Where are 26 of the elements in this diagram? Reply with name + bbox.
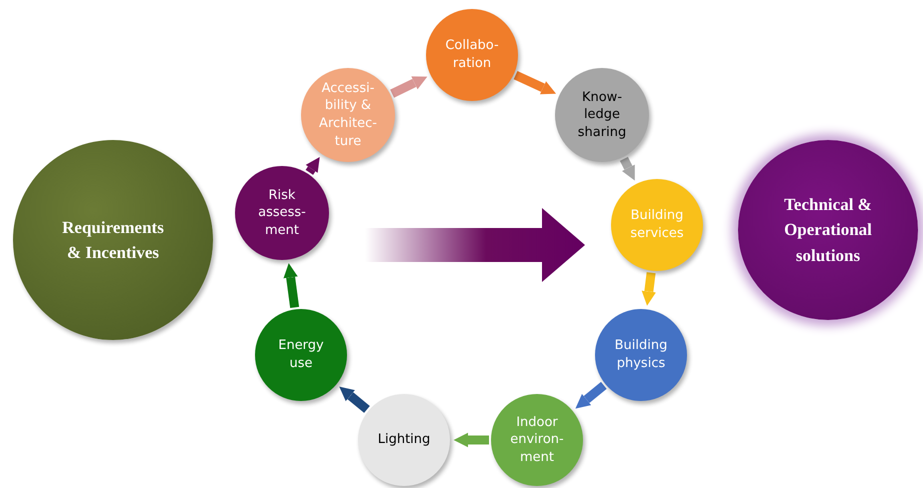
block-arrow: [514, 71, 556, 94]
block-arrow: [390, 76, 428, 98]
block-arrow: [339, 386, 370, 413]
node-label: Building services: [629, 207, 685, 243]
topic-circle: [595, 309, 687, 401]
node-label: Requirements & Incentives: [61, 216, 165, 264]
node-label: Building physics: [614, 337, 668, 373]
node-label: Energy use: [277, 337, 325, 373]
node-label: Indoor environ- ment: [509, 414, 565, 466]
node-label: Lighting: [376, 431, 432, 449]
topic-circle: [426, 9, 518, 101]
topic-circle: [235, 166, 329, 260]
block-arrow: [454, 432, 489, 448]
block-arrow: [642, 272, 656, 306]
concept-circle: [738, 140, 918, 320]
block-arrow: [575, 382, 607, 409]
block-arrow: [283, 263, 300, 308]
node-label: Collabo- ration: [444, 37, 500, 73]
node-label: Know- ledge sharing: [576, 88, 628, 142]
node-label: Technical & Operational solutions: [783, 194, 873, 267]
block-arrow: [306, 156, 320, 175]
topic-circle: [555, 68, 649, 162]
node-label: Accessi- bility & Architec- ture: [318, 80, 378, 150]
block-arrow: [620, 156, 635, 181]
node-label: Risk assess- ment: [257, 186, 307, 240]
topic-circle: [358, 394, 450, 486]
